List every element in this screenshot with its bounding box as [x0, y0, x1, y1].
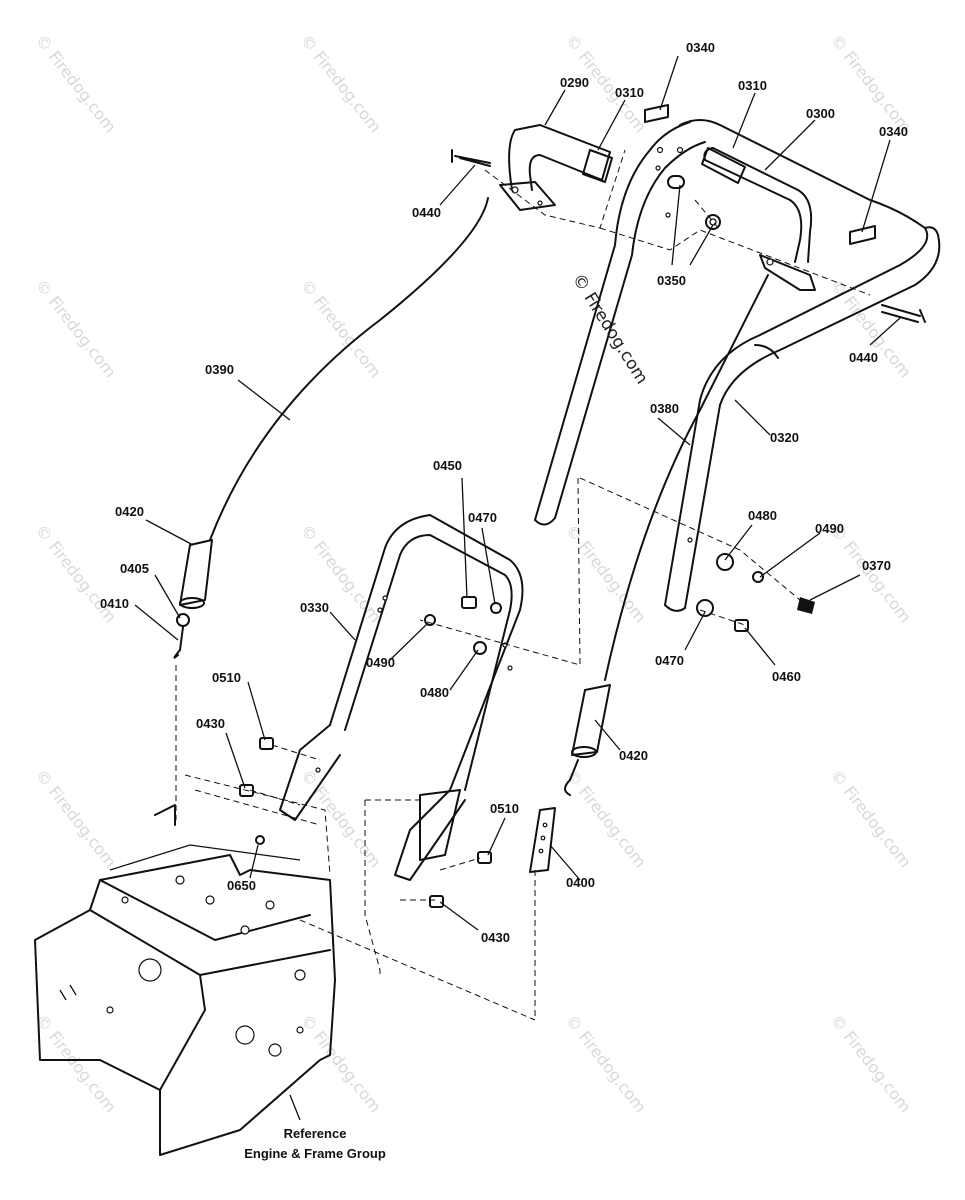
label-0290: 0290 [560, 75, 589, 90]
label-0350: 0350 [657, 273, 686, 288]
leader-lines [134, 55, 901, 1121]
label-0470: 0470 [468, 510, 497, 525]
label-0330: 0330 [300, 600, 329, 615]
label-0420: 0420 [115, 504, 144, 519]
label-0430: 0430 [196, 716, 225, 731]
label-0440: 0440 [849, 350, 878, 365]
label-0450: 0450 [433, 458, 462, 473]
label-0510: 0510 [490, 801, 519, 816]
decals [644, 104, 876, 245]
label-0460: 0460 [772, 669, 801, 684]
label-0405: 0405 [120, 561, 149, 576]
watermark: © Firedog.com [32, 766, 120, 871]
label-0400: 0400 [566, 875, 595, 890]
watermark: © Firedog.com [297, 1011, 385, 1116]
label-0490: 0490 [815, 521, 844, 536]
label-0470: 0470 [655, 653, 684, 668]
watermark: © Firedog.com [297, 766, 385, 871]
engine-frame [34, 804, 336, 1156]
watermark: © Firedog.com [297, 31, 385, 136]
label-0310: 0310 [738, 78, 767, 93]
label-0390: 0390 [205, 362, 234, 377]
label-0510: 0510 [212, 670, 241, 685]
watermark: © Firedog.com [562, 521, 650, 626]
fasteners [239, 553, 815, 908]
bail-handle [703, 147, 816, 291]
part-labels: 0340 0290 0310 0310 0300 0340 0440 0350 … [100, 40, 908, 945]
watermark: © Firedog.com [32, 31, 120, 136]
bail-left [499, 124, 611, 211]
grips [582, 147, 746, 184]
label-0340: 0340 [686, 40, 715, 55]
assembly-lines [175, 149, 871, 1021]
label-0300: 0300 [806, 106, 835, 121]
watermark: © Firedog.com [32, 276, 120, 381]
label-0440: 0440 [412, 205, 441, 220]
label-0420: 0420 [619, 748, 648, 763]
lower-handle [279, 514, 524, 881]
watermark: © Firedog.com [562, 1011, 650, 1116]
label-0380: 0380 [650, 401, 679, 416]
reference-line-2: Engine & Frame Group [244, 1146, 386, 1161]
reference-line-1: Reference [284, 1126, 347, 1141]
watermark: © Firedog.com [827, 1011, 915, 1116]
watermark: © Firedog.com [297, 276, 385, 381]
label-0410: 0410 [100, 596, 129, 611]
label-0370: 0370 [862, 558, 891, 573]
watermark: © Firedog.com [827, 31, 915, 136]
cable-boots [179, 539, 611, 758]
watermark: © Firedog.com [827, 521, 915, 626]
label-0340: 0340 [879, 124, 908, 139]
label-0650: 0650 [227, 878, 256, 893]
adjuster-bracket [529, 807, 556, 873]
upper-handle-right [664, 119, 941, 612]
cables [209, 197, 769, 681]
label-0320: 0320 [770, 430, 799, 445]
watermark: © Firedog.com [562, 766, 650, 871]
hook-assembly [173, 613, 579, 796]
upper-handle-left [534, 121, 706, 526]
label-0490: 0490 [366, 655, 395, 670]
label-0480: 0480 [748, 508, 777, 523]
label-0480: 0480 [420, 685, 449, 700]
label-0430: 0430 [481, 930, 510, 945]
watermark: © Firedog.com [827, 766, 915, 871]
label-0310: 0310 [615, 85, 644, 100]
bushings [667, 175, 721, 230]
pins [451, 149, 926, 323]
reference-note: Reference Engine & Frame Group [244, 1126, 386, 1161]
